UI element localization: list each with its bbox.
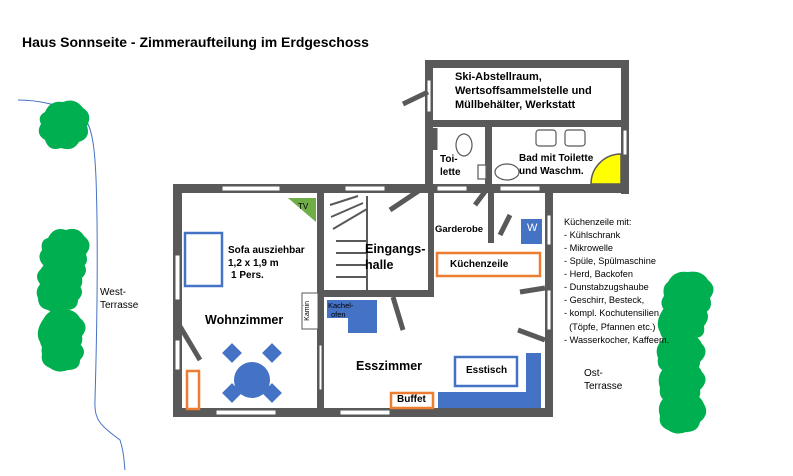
kitchen-list-item: - Dunstabzugshaube bbox=[564, 282, 649, 293]
bath-label: Bad mit Toilette und Waschm. bbox=[519, 153, 593, 178]
doors bbox=[175, 89, 546, 362]
washer-box bbox=[521, 219, 542, 244]
sofa-label: Sofa ausziehbar 1,2 x 1,9 m 1 Pers. bbox=[228, 245, 305, 283]
kitchen-list-item: - Geschirr, Besteck, bbox=[564, 295, 645, 306]
east-terrace-label: Ost- Terrasse bbox=[584, 368, 622, 393]
dining-room-label: Esszimmer bbox=[356, 359, 423, 373]
entrance-line: Eingangs- bbox=[365, 242, 426, 256]
kitchen-list-heading: Küchenzeile mit: bbox=[564, 217, 632, 227]
ski-room-line: Müllbehälter, Werkstatt bbox=[455, 98, 576, 111]
tv-marker bbox=[288, 198, 316, 222]
kitchen-list-item: - Herd, Backofen bbox=[564, 269, 633, 280]
west-trees bbox=[36, 100, 90, 372]
sofa-line: 1,2 x 1,9 m bbox=[228, 257, 279, 269]
toilet-line: lette bbox=[440, 166, 461, 178]
page-title: Haus Sonnseite - Zimmeraufteilung im Erd… bbox=[22, 34, 369, 50]
living-room-label: Wohnzimmer bbox=[205, 313, 284, 327]
kitchen-list-item: - kompl. Kochutensilien bbox=[564, 308, 659, 319]
east-terrace-line: Terrasse bbox=[584, 380, 623, 392]
sofa bbox=[183, 231, 224, 288]
living-cabinet bbox=[185, 369, 201, 411]
sofa-line: 1 Pers. bbox=[231, 270, 264, 281]
esstisch-box bbox=[453, 355, 519, 388]
entrance-line: halle bbox=[365, 257, 394, 272]
ski-room-label: Ski-Abstellraum, Wertsoffsammelstelle un… bbox=[455, 71, 592, 112]
tv-label: TV bbox=[298, 202, 309, 211]
kitchen-list-item: - Mikrowelle bbox=[564, 243, 614, 254]
kitchen-list-item: - Spüle, Spülmaschine bbox=[564, 256, 656, 267]
windows bbox=[174, 79, 628, 416]
bath-fixtures bbox=[455, 129, 586, 181]
washer-label: W bbox=[527, 222, 538, 234]
esstisch-bench bbox=[438, 353, 541, 408]
east-trees bbox=[656, 271, 714, 434]
kuechenzeile-label: Küchenzeile bbox=[450, 259, 509, 270]
kachelofen-shape bbox=[327, 300, 377, 333]
buffet-box bbox=[389, 391, 435, 410]
garderobe-label: Garderobe bbox=[435, 224, 484, 235]
west-terrace-line: West- bbox=[100, 287, 126, 298]
west-terrace-label: West- Terrasse bbox=[100, 287, 138, 312]
kitchen-list-item: - Kühlschrank bbox=[564, 230, 621, 241]
kachelofen-line: Kachel- bbox=[328, 301, 354, 310]
toilet-label: Toi- lette bbox=[440, 154, 461, 179]
ski-room-line: Wertsoffsammelstelle und bbox=[455, 84, 592, 97]
kitchen-equipment-list: Küchenzeile mit: - Kühlschrank - Mikrowe… bbox=[564, 216, 669, 347]
kachelofen-line: ofen bbox=[331, 310, 346, 319]
shower bbox=[590, 153, 622, 185]
entrance-label: Eingangs- halle bbox=[365, 242, 425, 273]
east-terrace-line: Ost- bbox=[584, 368, 603, 379]
ski-room-line: Ski-Abstellraum, bbox=[455, 71, 542, 83]
kitchen-list-item: - Wasserkocher, Kaffeem. bbox=[564, 334, 670, 345]
living-dining-set bbox=[222, 343, 282, 403]
stairs bbox=[329, 195, 368, 290]
kachelofen-label: Kachel- ofen bbox=[328, 301, 353, 319]
west-terrace-line: Terrasse bbox=[100, 299, 139, 311]
toilet-line: Toi- bbox=[440, 154, 458, 165]
kuechenzeile-box bbox=[435, 251, 542, 278]
bath-line: und Waschm. bbox=[519, 165, 584, 177]
kitchen-list-item: (Töpfe, Pfannen etc.) bbox=[564, 321, 656, 332]
kamin-box bbox=[301, 292, 319, 330]
buffet-label: Buffet bbox=[397, 394, 426, 405]
sofa-line: Sofa ausziehbar bbox=[228, 245, 305, 256]
esstisch-label: Esstisch bbox=[466, 365, 508, 376]
kamin-label: Kamin bbox=[304, 301, 311, 321]
bath-line: Bad mit Toilette bbox=[519, 153, 594, 164]
